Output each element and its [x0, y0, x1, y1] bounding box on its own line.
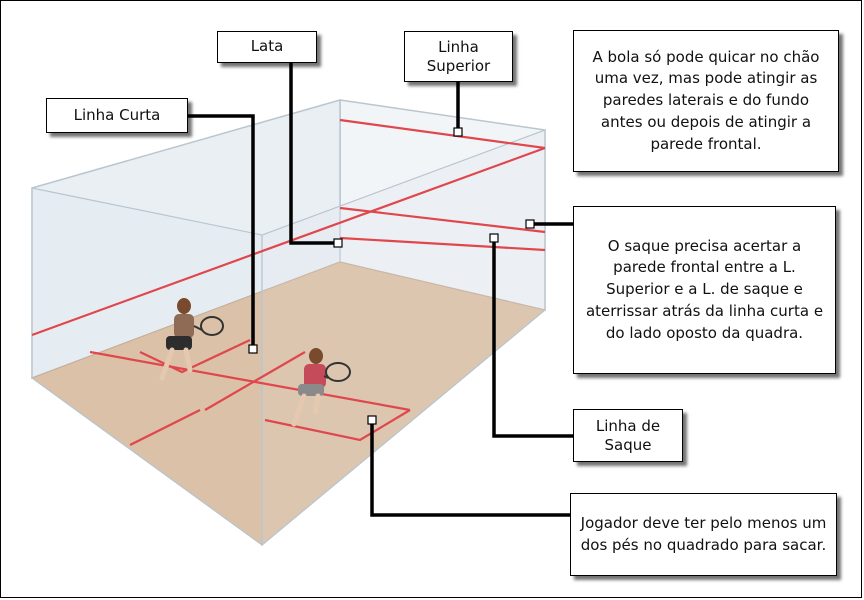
label-linha-de-saque-text: Linha de Saque [595, 416, 661, 454]
label-jogador-info: Jogador deve ter pelo menos um dos pés n… [570, 493, 837, 576]
label-saque-info-text: O saque precisa acertar a parede frontal… [585, 236, 824, 342]
back-glass-wall [31, 187, 263, 547]
linha-superior-line [339, 118, 546, 150]
marker-linha-curta [248, 344, 258, 354]
label-linha-curta: Linha Curta [46, 98, 188, 133]
marker-linha-de-saque [489, 233, 499, 243]
label-saque-info: O saque precisa acertar a parede frontal… [573, 206, 836, 374]
label-linha-curta-text: Linha Curta [73, 105, 161, 124]
service-box-right [264, 409, 411, 442]
label-bola-info: A bola só pode quicar no chão uma vez, m… [573, 30, 839, 172]
leader-lata [289, 62, 338, 245]
leader-jogador [370, 420, 570, 517]
marker-linha-superior [453, 127, 463, 137]
side-out-line [31, 146, 546, 337]
label-jogador-info-text: Jogador deve ter pelo menos um dos pés n… [580, 513, 827, 554]
label-linha-de-saque: Linha de Saque [573, 409, 683, 462]
linha-de-saque-line [339, 206, 546, 234]
label-lata-text: Lata [250, 37, 284, 56]
label-bola-info-text: A bola só pode quicar no chão uma vez, m… [592, 47, 820, 153]
marker-saque [525, 219, 535, 229]
leader-linha-de-saque [492, 238, 575, 438]
player-left [159, 298, 224, 381]
service-box-left [139, 339, 251, 374]
half-court-line [204, 351, 306, 411]
label-linha-superior: Linha Superior [404, 31, 513, 82]
linha-curta-line [89, 350, 411, 412]
floor-line [129, 409, 201, 446]
lata-line [339, 236, 546, 252]
label-lata: Lata [217, 31, 317, 63]
player-right [291, 348, 351, 427]
label-linha-superior-text: Linha Superior [426, 37, 491, 75]
leader-linha-curta [188, 114, 255, 348]
marker-lata [333, 238, 343, 248]
marker-jogador [367, 415, 377, 425]
